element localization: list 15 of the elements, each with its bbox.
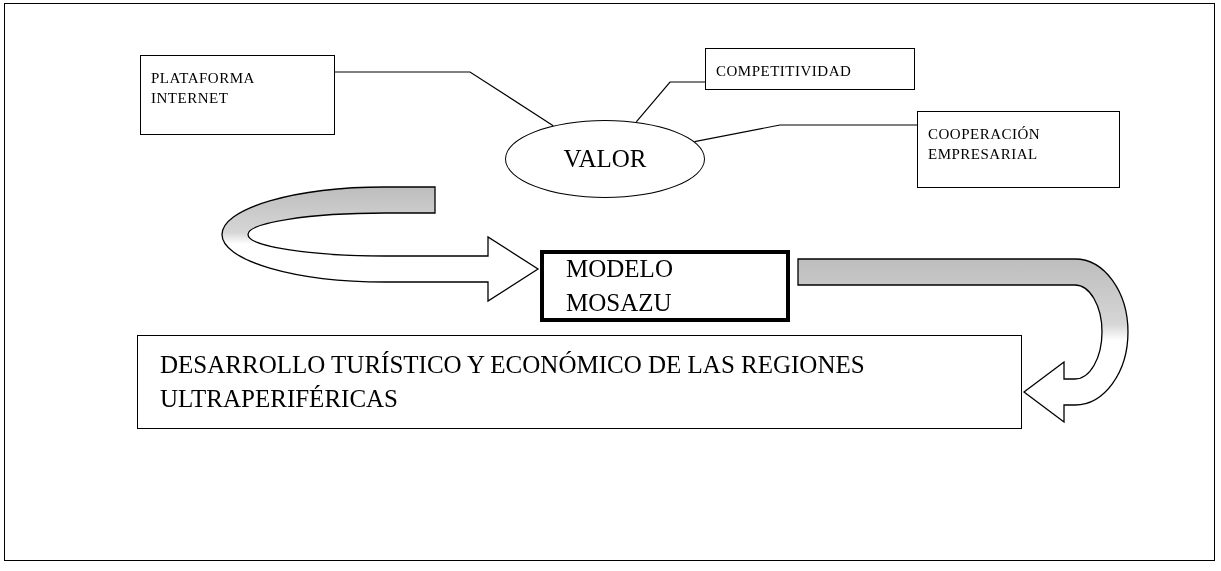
text-box xyxy=(705,48,915,90)
node-text: DESARROLLO TURÍSTICO Y ECONÓMICO DE LAS REGIONES ULTRAPERIFÉRICAS xyxy=(160,350,866,414)
node-text: MODELO MOSAZU xyxy=(566,254,674,318)
connector-line xyxy=(693,124,918,143)
curved-block-arrow xyxy=(221,186,539,302)
text-box xyxy=(137,335,1022,429)
text-box xyxy=(917,111,1120,188)
node-text: PLATAFORMA INTERNET xyxy=(151,69,255,109)
connector-line xyxy=(334,71,554,127)
curved-block-arrow xyxy=(797,258,1129,423)
text-box xyxy=(140,55,335,135)
bold-bordered-box xyxy=(540,250,790,322)
node-text: VALOR xyxy=(563,144,647,175)
node-text: COOPERACIÓN EMPRESARIAL xyxy=(928,125,1042,165)
node-text: COMPETITIVIDAD xyxy=(716,62,852,81)
